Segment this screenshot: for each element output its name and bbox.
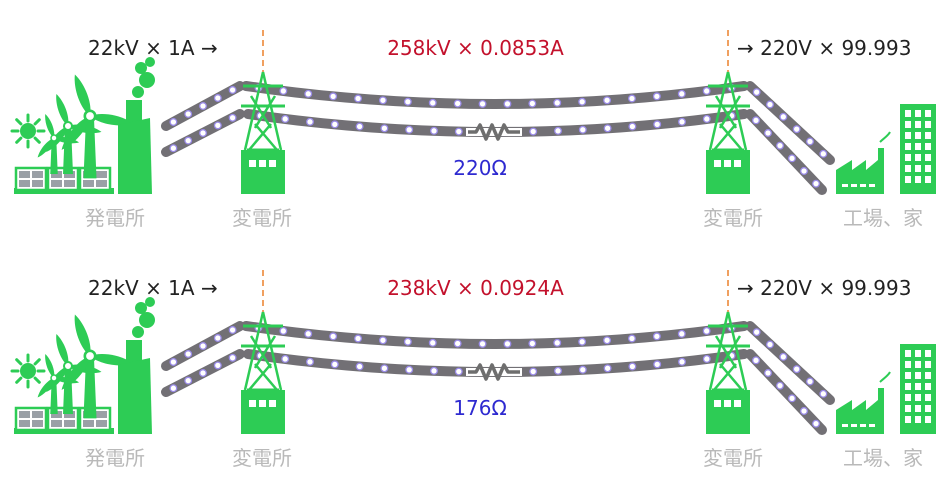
power-plant-label: 発電所: [85, 446, 145, 470]
transmission-wire: [745, 109, 827, 195]
transmission-wire: [241, 321, 749, 349]
line-resistance-label: 220Ω: [453, 156, 507, 180]
electron-dots: [254, 83, 736, 108]
input-power-label: 22kV × 1A →: [88, 36, 218, 60]
transmission-diagram-1: [10, 30, 936, 195]
substation-icon: [241, 150, 285, 194]
transmission-wire: [241, 81, 749, 109]
output-power-label: → 220V × 99.993: [737, 276, 912, 300]
transmission-tower-icon: [706, 311, 750, 392]
power-plant-icon: [118, 57, 155, 194]
building-icon: [900, 344, 936, 434]
factory-home-label: 工場、家: [843, 446, 923, 470]
substation-icon: [706, 150, 750, 194]
resistor-icon: [466, 123, 522, 141]
substation-left-label: 変電所: [232, 446, 292, 470]
substation-right-label: 変電所: [703, 446, 763, 470]
line-resistance-label: 176Ω: [453, 396, 507, 420]
substation-icon: [241, 390, 285, 434]
wind-turbine-icon: [37, 114, 80, 174]
transmission-power-label: 238kV × 0.0924A: [387, 276, 564, 300]
substation-icon: [706, 390, 750, 434]
scenario-panel-2: 22kV × 1A → 238kV × 0.0924A → 220V × 99.…: [0, 240, 951, 480]
electron-dots: [256, 111, 736, 136]
power-plant-label: 発電所: [85, 206, 145, 230]
power-plant-icon: [118, 297, 155, 434]
electron-dots: [169, 113, 237, 153]
substation-right-label: 変電所: [703, 206, 763, 230]
transmission-power-label: 258kV × 0.0853A: [387, 36, 564, 60]
substation-left-label: 変電所: [232, 206, 292, 230]
output-power-label: → 220V × 99.993: [737, 36, 912, 60]
sun-icon: [10, 353, 46, 389]
factory-icon: [836, 371, 891, 434]
wind-turbine-icon: [61, 74, 134, 179]
building-icon: [900, 104, 936, 194]
wind-turbine-icon: [37, 354, 80, 414]
transmission-wire: [745, 349, 827, 435]
electron-dots: [752, 88, 828, 158]
transmission-diagram-2: [10, 270, 936, 435]
sun-icon: [10, 113, 46, 149]
electron-dots: [169, 353, 237, 393]
electron-dots: [752, 328, 828, 398]
factory-icon: [836, 131, 891, 194]
transmission-wire: [745, 321, 835, 405]
electron-dots: [752, 116, 820, 188]
electron-dots: [752, 356, 820, 428]
electron-dots: [169, 326, 237, 366]
electron-dots: [169, 86, 237, 126]
factory-home-label: 工場、家: [843, 206, 923, 230]
resistor-icon: [466, 363, 522, 381]
transmission-wire: [745, 81, 835, 165]
scenario-panel-1: 22kV × 1A → 258kV × 0.0853A → 220V × 99.…: [10, 30, 936, 230]
input-power-label: 22kV × 1A →: [88, 276, 218, 300]
transmission-tower-icon: [706, 71, 750, 152]
